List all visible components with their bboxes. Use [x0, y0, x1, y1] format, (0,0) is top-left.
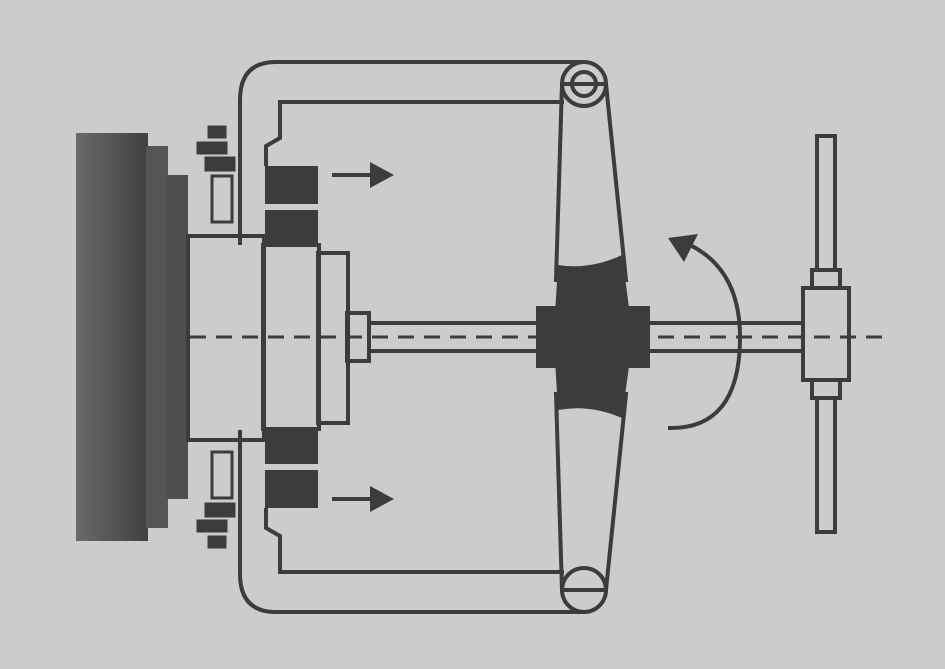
- machine-hub: [76, 133, 188, 541]
- gear-top: [265, 166, 318, 246]
- puller-jaw-top: [238, 60, 584, 245]
- hub-step-1: [146, 146, 168, 528]
- clamp-bracket-bottom: [196, 450, 236, 549]
- puller-jaw-bottom: [238, 430, 584, 614]
- pull-direction-arrow-icon: [332, 162, 394, 188]
- t-handle: [801, 134, 851, 534]
- hub-step-2: [166, 175, 188, 499]
- pull-direction-arrow-icon: [332, 486, 394, 512]
- clamp-bracket-top: [196, 125, 236, 224]
- t-handle-hub[interactable]: [801, 286, 851, 382]
- gear-bottom: [265, 428, 318, 508]
- rotation-arrow-icon: [667, 234, 743, 431]
- hub-body: [76, 133, 148, 541]
